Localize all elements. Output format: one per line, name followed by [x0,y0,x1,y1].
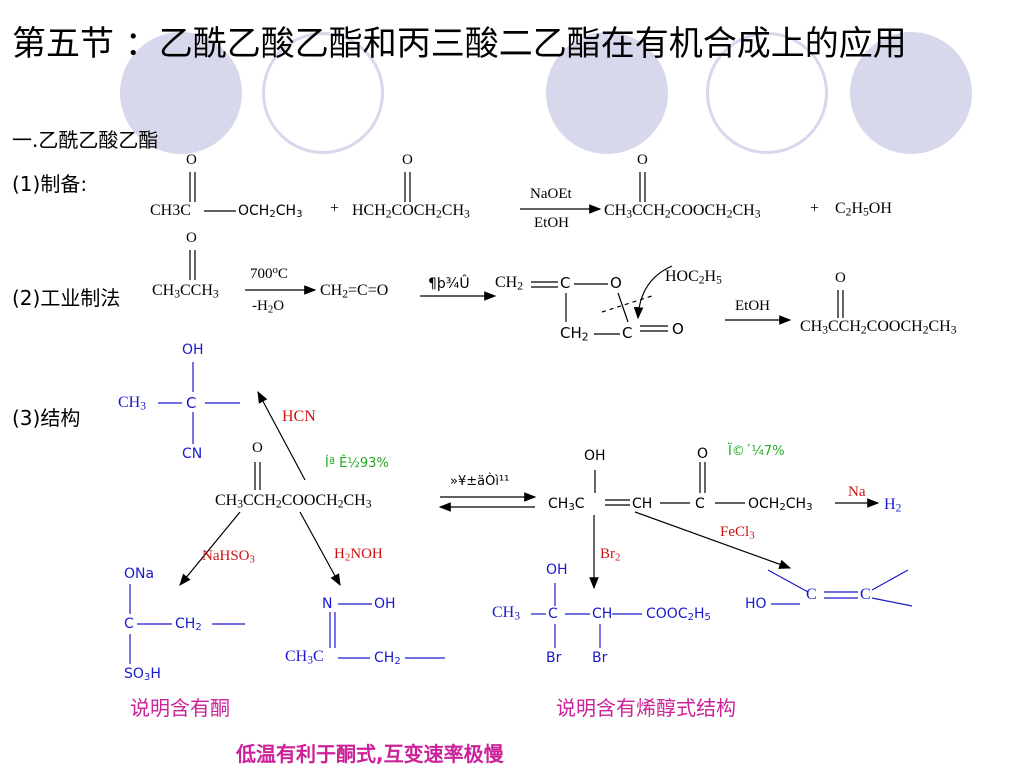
r2-etoh: EtOH [735,298,770,314]
h2noh-reagent: H2NOH [334,546,383,564]
r2-acetone: CH3CCH3 [152,282,219,301]
r1-oxygen-3: O [637,152,648,168]
cyanohydrin-oh: OH [182,342,204,358]
bisulfite-ch2: CH2 [175,616,202,634]
r1-oxygen-2: O [402,152,413,168]
footer-note: 低温有利于酮式,互变速率极慢 [236,742,504,766]
dibromide-ester: COOC2H5 [646,606,711,624]
label-structure: (3)结构 [12,406,81,430]
fecl3-reagent: FeCl3 [720,524,755,542]
dibromide-c: C [548,606,558,622]
r2-ethoxy: HOC2H5 [665,268,722,287]
r1-reagent-bottom: EtOH [534,215,569,231]
r2-diketene-c2: C [622,324,633,342]
dibromide-oh: OH [546,562,568,578]
enol-ester: OCH2CH3 [748,496,813,514]
r1-reactant-1-ether: OCH2CH3 [238,203,303,221]
r2-diketene-ch2b: CH2 [560,324,589,344]
bisulfite-ona: ONa [124,566,155,582]
r1-reactant-1: CH3C [150,202,191,219]
bisulfite-so3h: SO3H [124,666,161,684]
enol-complex-ho: HO [745,596,767,612]
h2-product: H2 [884,496,902,515]
r2-diketene-o1: O [610,274,622,292]
decor-circle-filled-1 [120,32,242,154]
r1-reactant-2: HCH2COCH2CH3 [352,202,470,221]
enol-complex-c1: C [806,586,817,603]
enol-oh: OH [584,448,606,464]
br2-reagent: Br2 [600,546,621,564]
r2-diketene-ch2: CH2 [495,274,523,293]
r2-oxygen-1: O [186,230,197,246]
r2-garbled-label: ¶þ¾Û [428,276,470,292]
r2-ketene: CH2=C=O [320,282,389,301]
page-title: 第五节 ：乙酰乙酸乙酯和丙三酸二乙酯在有机合成上的应用 [12,24,907,64]
r2-cond-top: 700oC [250,264,288,282]
cyanohydrin-c: C [186,394,197,412]
oxime-oh: OH [374,596,396,612]
enol-oxygen: O [697,446,709,462]
enol-complex-c2: C [860,586,871,603]
bisulfite-c: C [124,616,134,632]
dibromide-ch: CH [592,606,613,622]
section-heading: 一.乙酰乙酸乙酯 [12,128,159,152]
r2-product: CH3CCH2COOCH2CH3 [800,318,957,337]
hcn-reagent: HCN [282,408,316,425]
nahso3-reagent: NaHSO3 [202,548,255,566]
r1-product: CH3CCH2COOCH2CH3 [604,202,761,221]
note-enol: 说明含有烯醇式结构 [556,696,736,720]
dibromide-br-2: Br [592,650,608,666]
r1-plus-2: + [810,200,820,217]
cyanohydrin-ch3: CH3 [118,394,146,413]
keto-percent: Íª Ê½93% [325,456,389,471]
decor-circle-ring-1 [262,32,384,154]
r1-ethanol: C2H5OH [835,200,892,219]
decor-circle-ring-2 [706,32,828,154]
r2-oxygen-2: O [835,270,846,286]
cyanohydrin-cn: CN [182,446,203,462]
enol-percent: Ï©´¼7% [728,444,785,459]
equilibrium-label: »¥±äÒì¹¹ [450,474,510,489]
r1-oxygen-1: O [186,152,197,168]
decor-circle-filled-3 [850,32,972,154]
na-reagent: Na [848,484,866,500]
r2-diketene-o2: O [672,320,684,338]
dibromide-ch3: CH3 [492,604,520,623]
decor-circle-filled-2 [546,32,668,154]
label-industrial: (2)工业制法 [12,286,121,310]
note-ketone: 说明含有酮 [130,696,230,720]
enol-ch: CH [632,496,653,512]
keto-oxygen: O [252,440,263,456]
enol-c: C [695,496,705,512]
r1-plus-1: + [330,200,340,217]
keto-form: CH3CCH2COOCH2CH3 [215,492,372,511]
r2-diketene-c1: C [560,274,571,292]
dibromide-br-1: Br [546,650,562,666]
label-prep: (1)制备: [12,172,88,196]
oxime-n: N [322,596,333,612]
r1-reagent-top: NaOEt [530,186,572,202]
oxime-ch2: CH2 [374,650,401,668]
enol-ch3c: CH3C [548,496,585,514]
r2-cond-bottom: -H2O [252,298,285,316]
oxime-ch3c: CH3C [285,648,324,667]
